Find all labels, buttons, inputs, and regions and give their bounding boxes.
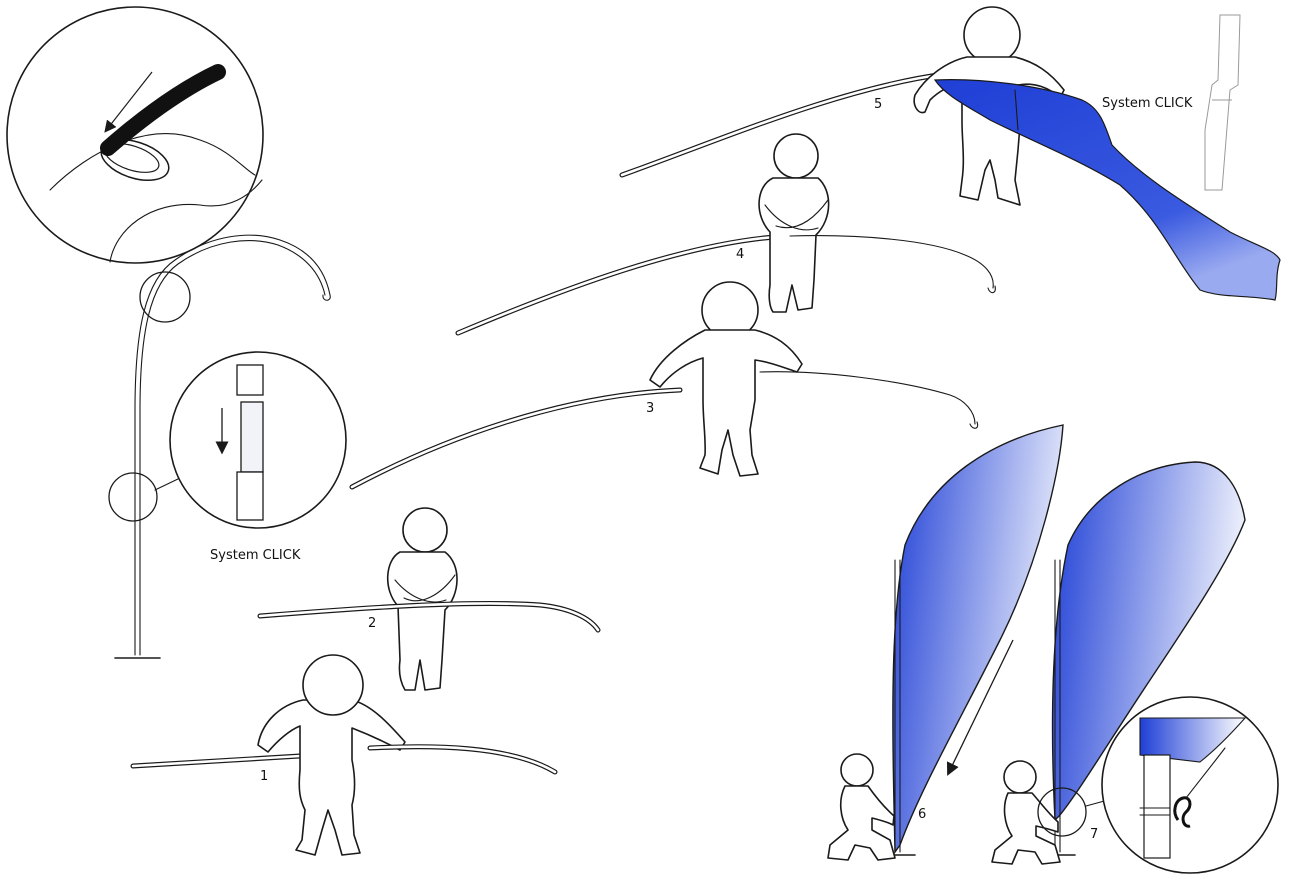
base-detail-circle bbox=[1102, 697, 1278, 873]
step-6-label: 6 bbox=[918, 807, 926, 822]
connector-detail-circle bbox=[170, 352, 346, 528]
connector-sketch-top bbox=[1205, 15, 1240, 190]
step-5-label: 5 bbox=[874, 97, 882, 112]
system-click-caption-left: System CLICK bbox=[210, 548, 301, 563]
system-click-caption-top: System CLICK bbox=[1102, 96, 1193, 111]
pocket-detail-circle bbox=[7, 7, 263, 263]
step-2-figure bbox=[260, 508, 598, 690]
step-4-label: 4 bbox=[736, 247, 744, 262]
step-3-figure bbox=[352, 282, 978, 487]
step-5-figure bbox=[622, 7, 1280, 300]
step-2-label: 2 bbox=[368, 616, 376, 631]
step-3-label: 3 bbox=[646, 401, 654, 416]
step-1-label: 1 bbox=[260, 769, 268, 784]
step-1-figure bbox=[133, 655, 555, 855]
step-7-label: 7 bbox=[1090, 827, 1098, 842]
